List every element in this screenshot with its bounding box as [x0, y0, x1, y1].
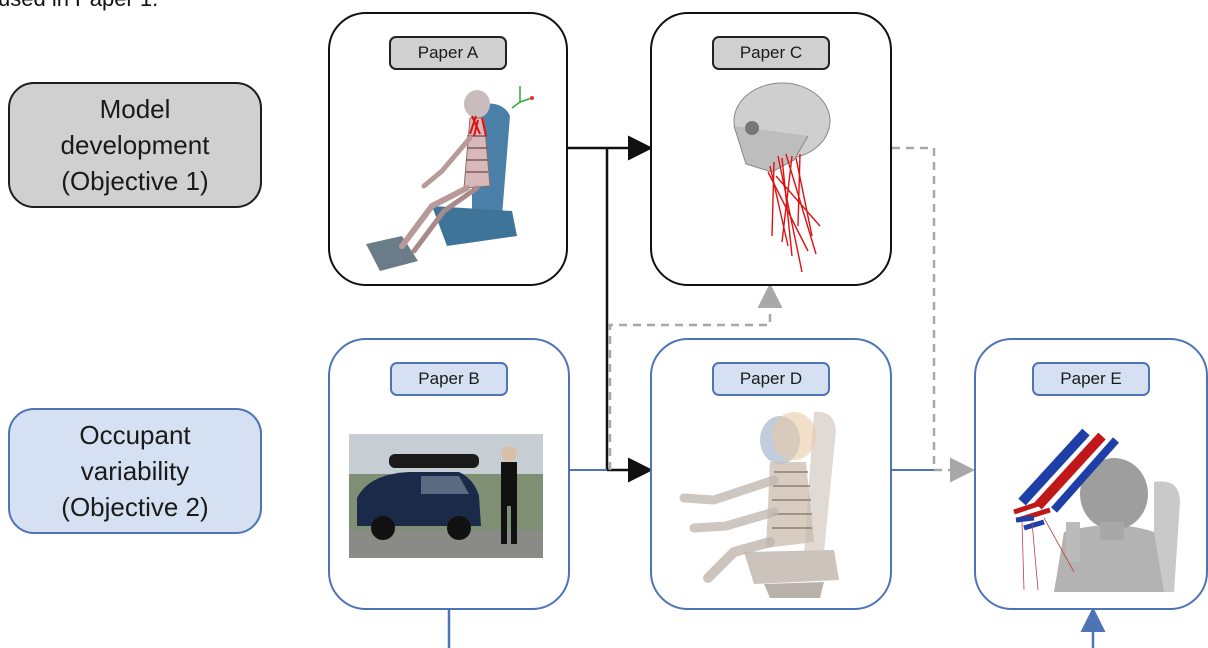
car-and-person-photo-icon [349, 434, 543, 558]
gray-dashed-c-to-e [892, 148, 970, 470]
paper-b-panel: Paper B [328, 338, 570, 610]
paper-d-panel: Paper D [650, 338, 892, 610]
paper-c-tag: Paper C [712, 36, 830, 70]
seated-skeleton-model-icon [352, 76, 552, 276]
paper-a-tag: Paper A [389, 36, 507, 70]
paper-d-tag: Paper D [712, 362, 830, 396]
head-neck-test-rig-icon [1004, 422, 1194, 592]
paper-c-panel: Paper C [650, 12, 892, 286]
paper-b-tag: Paper B [390, 362, 508, 396]
paper-e-tag: Paper E [1032, 362, 1150, 396]
paper-a-panel: Paper A [328, 12, 568, 286]
paper-e-panel: Paper E [974, 338, 1208, 610]
skull-neck-muscles-icon [712, 76, 842, 276]
seated-occupant-model-icon [674, 402, 874, 602]
